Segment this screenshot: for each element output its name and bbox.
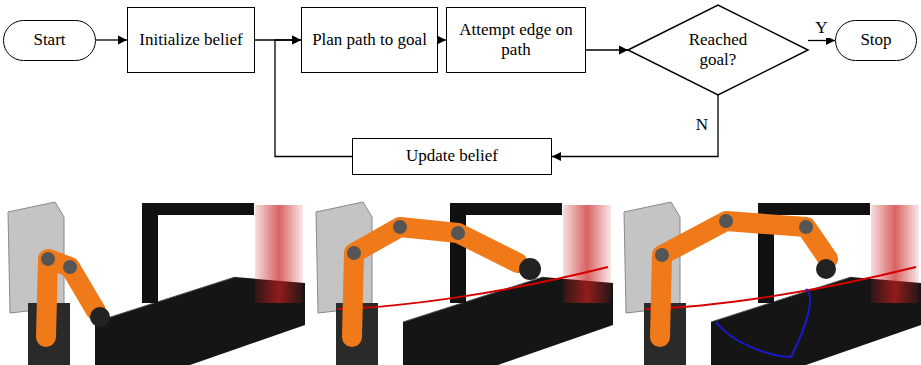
scene	[8, 202, 305, 365]
node-label: Start	[33, 30, 65, 50]
scene	[624, 202, 921, 365]
robot-joint	[63, 260, 77, 274]
process-box: Initialize belief	[127, 7, 255, 73]
robot-joint	[451, 226, 465, 240]
node-label: Plan path to goal	[312, 30, 427, 50]
node-texts: Plan path to goal	[312, 30, 427, 50]
end-effector	[519, 258, 541, 280]
scene	[316, 202, 613, 365]
robot-joint	[655, 248, 669, 262]
flow-arrow	[438, 39, 446, 40]
planned-path	[338, 267, 608, 309]
edge-label: Y	[813, 19, 829, 38]
node-label: Initialize belief	[139, 30, 242, 50]
flow-arrow	[808, 40, 835, 41]
node-texts: Attempt edge on path	[447, 20, 585, 61]
panel-end	[624, 202, 921, 365]
panel-middle	[316, 202, 613, 365]
robot-joint	[41, 252, 55, 266]
terminal-pill: Stop	[835, 20, 917, 61]
robot-joint	[719, 214, 733, 228]
planned-path	[646, 267, 916, 309]
edge-label: N	[694, 116, 710, 135]
node-texts: Reached goal?	[673, 30, 763, 71]
decision-diamond: Reached goal?	[628, 5, 808, 95]
node-texts: Stop	[860, 30, 891, 50]
robot-joint	[347, 246, 361, 260]
process-box: Update belief	[352, 138, 552, 175]
alternative-path	[716, 289, 810, 357]
process-box: Plan path to goal	[301, 7, 438, 73]
diamond-shape	[628, 5, 808, 95]
node-label: Stop	[860, 30, 891, 50]
flow-arrow	[552, 95, 718, 157]
end-effector	[816, 259, 836, 279]
robot-arm	[660, 221, 828, 337]
flow-arrow	[586, 49, 628, 50]
robot-arm	[46, 259, 96, 337]
robot-arm	[352, 227, 518, 337]
node-texts: Update belief	[406, 146, 498, 166]
end-effector	[90, 307, 110, 327]
node-label: Update belief	[406, 146, 498, 166]
panel-start	[8, 202, 305, 365]
node-texts: Initialize belief	[139, 30, 242, 50]
process-box: Attempt edge on path	[446, 7, 586, 73]
robot-joint	[393, 220, 407, 234]
terminal-pill: Start	[3, 20, 96, 61]
node-label: Reached goal?	[673, 30, 763, 71]
robot-joint	[799, 220, 813, 234]
node-label: Attempt edge on path	[447, 20, 585, 61]
flow-arrow	[96, 39, 127, 40]
node-texts: Start	[33, 30, 65, 50]
